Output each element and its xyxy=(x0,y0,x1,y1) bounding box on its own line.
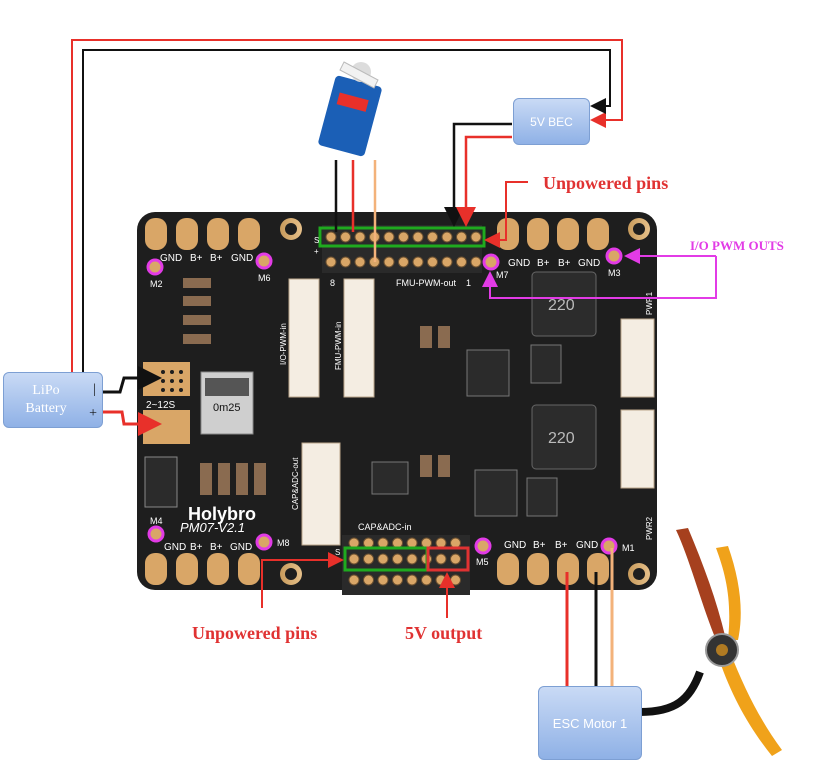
pin-label-8: 8 xyxy=(330,278,335,288)
pad-label-gnd: GND xyxy=(230,542,252,553)
motor-label-m3: M3 xyxy=(608,268,621,278)
header-pin xyxy=(341,257,351,267)
esc-motor-box: ESC Motor 1 xyxy=(538,686,642,760)
lipo-label-line2: Battery xyxy=(25,400,66,418)
header-pin xyxy=(413,232,423,242)
io-pwm-outs-callout: I/O PWM OUTS xyxy=(690,238,784,254)
pad-label-gnd: GND xyxy=(231,253,253,264)
header-pin xyxy=(457,232,467,242)
motor-label-m7: M7 xyxy=(496,270,509,280)
header-pin xyxy=(378,575,388,585)
model-label: PM07-V2.1 xyxy=(180,520,245,535)
motor-label-m1: M1 xyxy=(622,543,635,553)
header-pin xyxy=(399,232,409,242)
header-pin xyxy=(384,257,394,267)
header-pin xyxy=(457,257,467,267)
header-pin xyxy=(428,232,438,242)
lipo-battery-box: LiPo Battery | + xyxy=(3,372,103,428)
header-pin xyxy=(364,554,374,564)
header-pin xyxy=(436,554,446,564)
cap-adc-in-label: CAP&ADC-in xyxy=(358,522,412,532)
inductor-label: 220 xyxy=(548,430,575,447)
diode xyxy=(145,457,177,507)
voltage-range-label: 2~12S xyxy=(146,400,176,411)
esc-label: ESC Motor 1 xyxy=(553,716,627,731)
header-pin xyxy=(378,554,388,564)
bec-label: 5V BEC xyxy=(530,115,573,129)
pad-label-gnd: GND xyxy=(164,542,186,553)
pad-label-bplus: B+ xyxy=(190,253,203,264)
header-pin xyxy=(451,575,461,585)
header-pin xyxy=(326,232,336,242)
header-pin xyxy=(428,257,438,267)
motor-label-m8: M8 xyxy=(277,538,290,548)
pad-label-gnd: GND xyxy=(508,258,530,269)
lipo-plus-label: + xyxy=(89,405,97,423)
header-pin xyxy=(407,554,417,564)
bec-box: 5V BEC xyxy=(513,98,590,145)
motor-propeller-icon xyxy=(640,528,782,756)
fmu-pwm-in-label: FMU-PWM-in xyxy=(334,322,343,370)
lipo-minus-label: | xyxy=(93,381,96,399)
header-pin xyxy=(355,257,365,267)
pwr1-label: PWR1 xyxy=(645,291,654,315)
pad-label-bplus: B+ xyxy=(537,258,550,269)
battery-positive-pad xyxy=(143,410,190,444)
header-pin xyxy=(341,232,351,242)
pad-label-bplus: B+ xyxy=(558,258,571,269)
pad-label-bplus: B+ xyxy=(210,253,223,264)
motor-label-m2: M2 xyxy=(150,279,163,289)
header-pin xyxy=(471,232,481,242)
cap-adc-out-label: CAP&ADC-out xyxy=(291,457,300,510)
bec-black-wire xyxy=(454,124,512,222)
motor-label-m4: M4 xyxy=(150,516,163,526)
header-pin xyxy=(326,257,336,267)
header-pin xyxy=(407,575,417,585)
fmu-pwm-out-label: FMU-PWM-out xyxy=(396,278,456,288)
pad-label-bplus: B+ xyxy=(533,540,546,551)
motor-label-m6: M6 xyxy=(258,273,271,283)
power-module-board: GND B+ B+ GND GND B+ B+ GND GND B+ B+ GN… xyxy=(137,212,657,595)
header-pin xyxy=(349,575,359,585)
pin-label-1: 1 xyxy=(466,278,471,288)
header-pin xyxy=(364,575,374,585)
pad-label-bplus: B+ xyxy=(210,542,223,553)
header-pin xyxy=(436,575,446,585)
unpowered-pins-top-callout: Unpowered pins xyxy=(543,173,668,194)
header-pin xyxy=(413,257,423,267)
pad-label-gnd: GND xyxy=(504,540,526,551)
pad-label-gnd: GND xyxy=(578,258,600,269)
motor-label-m5: M5 xyxy=(476,557,489,567)
pad-label-bplus: B+ xyxy=(555,540,568,551)
pad-label-bplus: B+ xyxy=(190,542,203,553)
header-pin xyxy=(442,232,452,242)
io-pwm-in-label: I/O-PWM-in xyxy=(279,323,288,365)
header-pin xyxy=(451,554,461,564)
header-pin xyxy=(384,232,394,242)
header-pin xyxy=(393,575,403,585)
five-v-output-callout: 5V output xyxy=(405,623,482,644)
inductor-label: 220 xyxy=(548,297,575,314)
pin-label-s: S xyxy=(314,236,319,245)
header-pin xyxy=(349,554,359,564)
shunt-label: 0m25 xyxy=(213,402,241,414)
header-pin xyxy=(422,575,432,585)
pin-label-s: S xyxy=(335,548,340,557)
header-pin xyxy=(355,232,365,242)
servo-icon xyxy=(318,62,383,157)
header-pin xyxy=(393,554,403,564)
header-pin xyxy=(399,257,409,267)
pad-label-gnd: GND xyxy=(160,253,182,264)
pin-label-plus: + xyxy=(314,247,319,256)
pad-label-gnd: GND xyxy=(576,540,598,551)
pwr2-label: PWR2 xyxy=(645,516,654,540)
unpowered-pins-bottom-callout: Unpowered pins xyxy=(192,623,317,644)
header-pin xyxy=(442,257,452,267)
lipo-label-line1: LiPo xyxy=(25,382,66,400)
header-pin xyxy=(471,257,481,267)
